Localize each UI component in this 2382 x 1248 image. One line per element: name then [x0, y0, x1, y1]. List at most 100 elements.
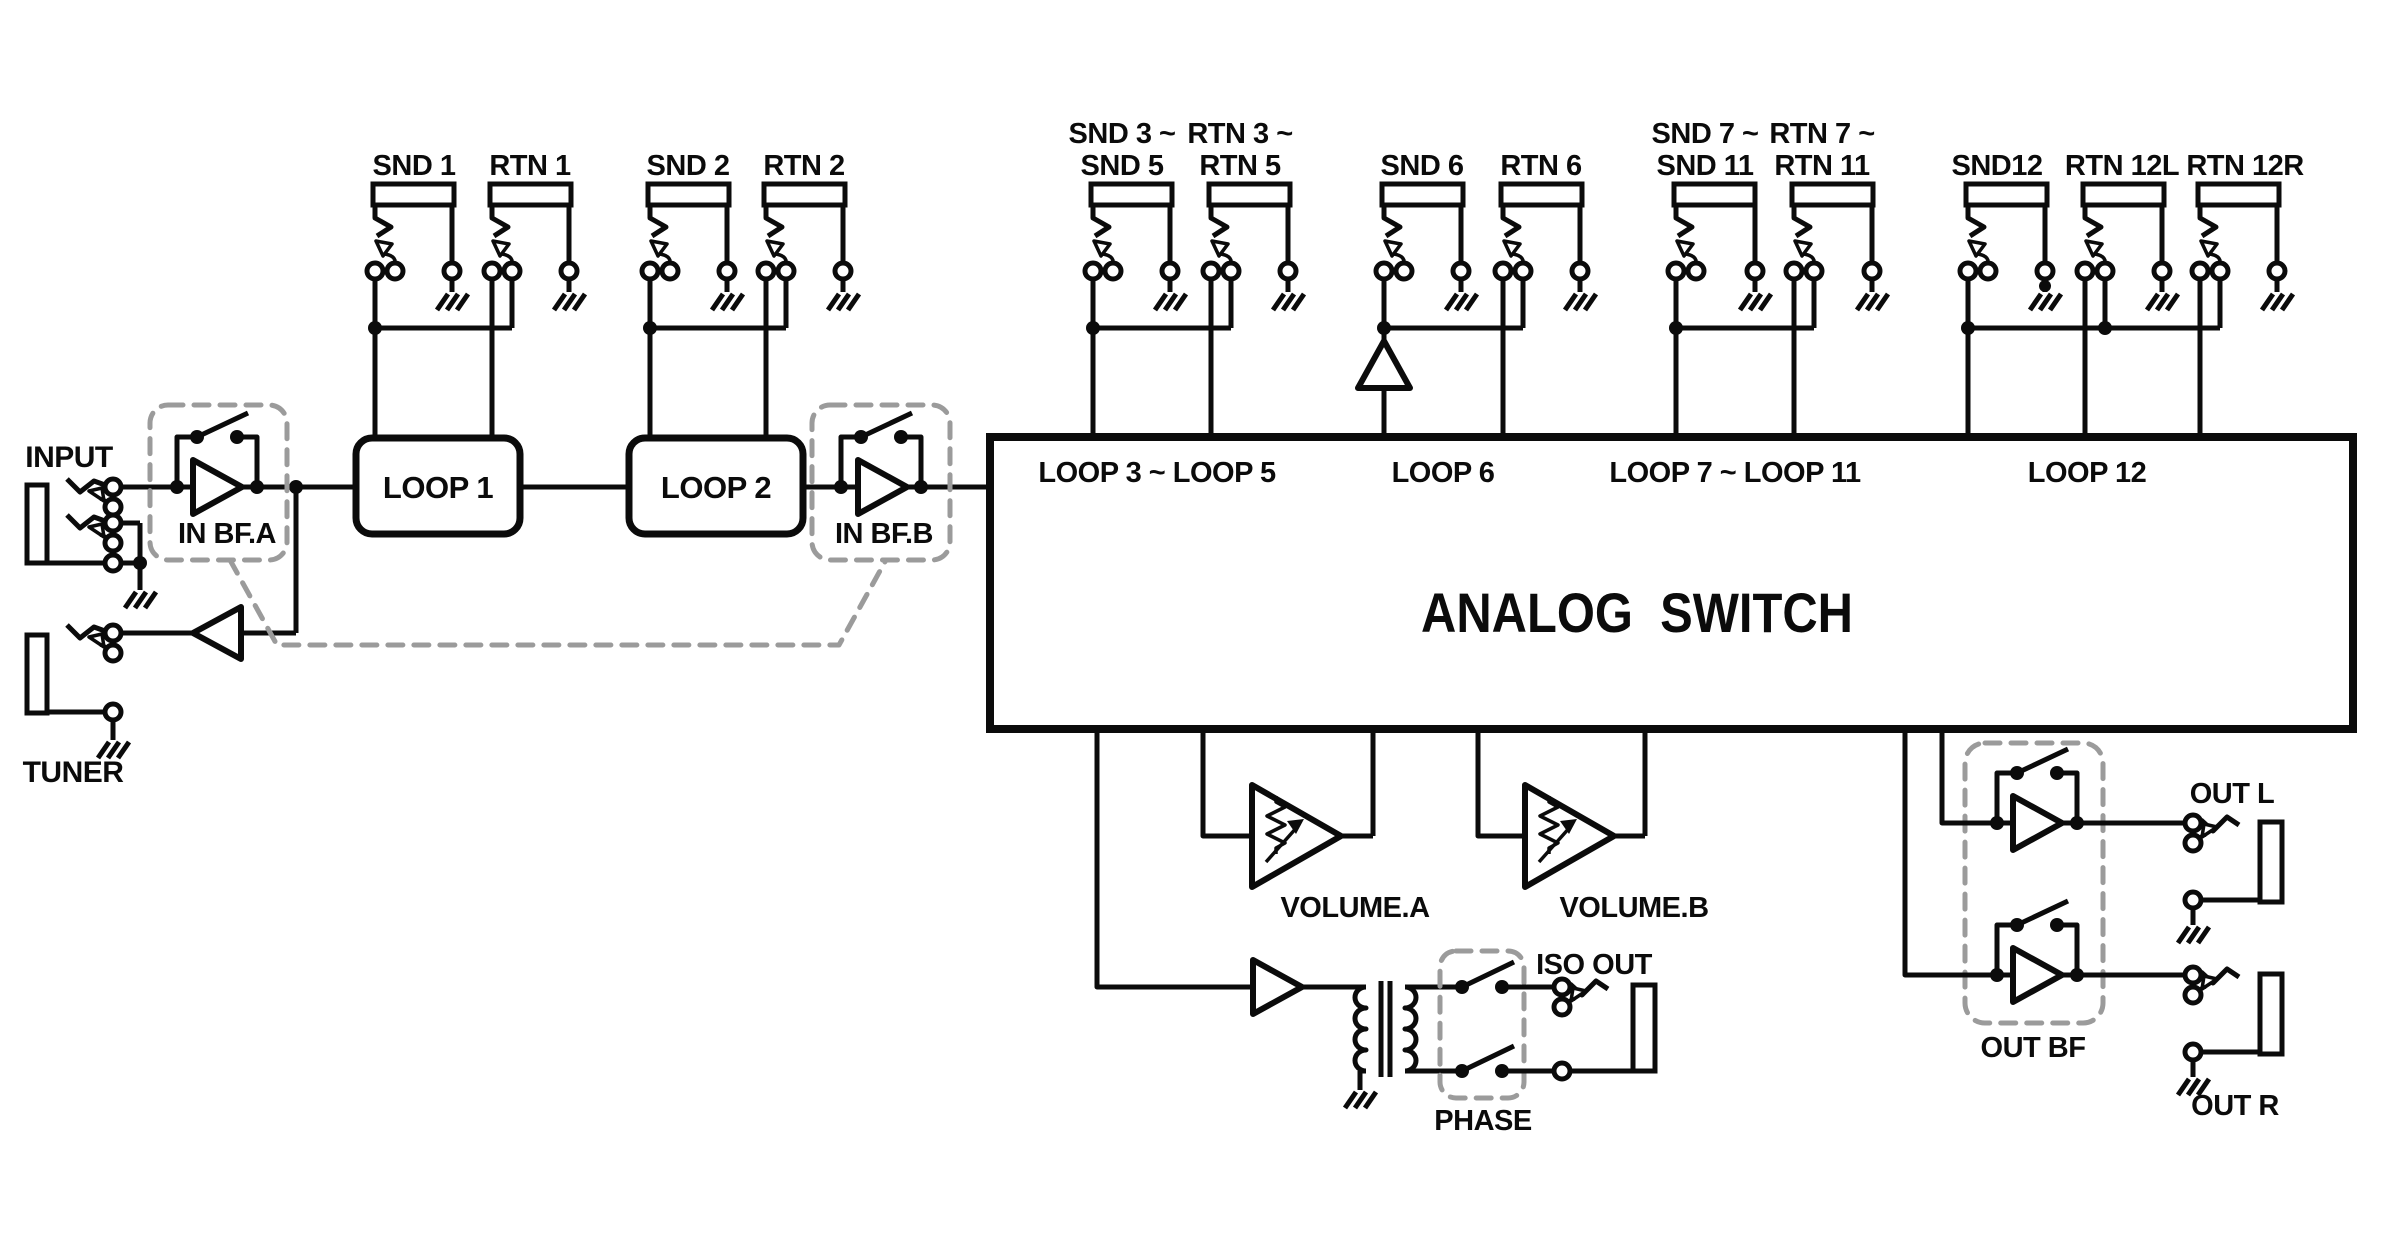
- out-l-label: OUT L: [2190, 778, 2275, 810]
- phase-switch-icon: [1437, 948, 1527, 1101]
- snd3-5-normal-wire: [1093, 279, 1234, 331]
- tuner-buffer-amp-icon: [190, 604, 244, 662]
- in-bf-a-block: IN BF.A: [147, 402, 290, 563]
- snd2-label: SND 2: [647, 150, 730, 182]
- jack-rtn12l: RTN 12L: [2065, 150, 2179, 437]
- in-bf-b-block: IN BF.B: [809, 402, 953, 563]
- snd6-tip-contact-icon: [1376, 205, 1412, 279]
- tuner-jack-icon: [24, 632, 50, 716]
- rtn12r-label: RTN 12R: [2186, 150, 2304, 182]
- input-label: INPUT: [25, 441, 113, 474]
- ground-icon: [828, 294, 859, 310]
- snd6-label: SND 6: [1381, 150, 1464, 182]
- out-l-jack: OUT L: [2178, 778, 2285, 943]
- in-bf-a-label: IN BF.A: [178, 518, 277, 550]
- rtn3-5-tip-contact-icon: [1203, 205, 1239, 279]
- ground-icon: [1740, 294, 1771, 310]
- ground-icon: [2178, 927, 2209, 943]
- bypass-path: [227, 557, 889, 648]
- iso-out-label: ISO OUT: [1536, 949, 1653, 981]
- loop2-label: LOOP 2: [661, 470, 771, 505]
- snd1-label: SND 1: [373, 150, 456, 182]
- out-r-tip-contact-icon: [2185, 967, 2239, 1003]
- rtn2-tip-contact-icon: [758, 205, 794, 279]
- out-r-label: OUT R: [2191, 1090, 2279, 1122]
- jack-rtn2: RTN 2: [758, 150, 859, 438]
- iso-out-jack-icon: [1630, 982, 1658, 1074]
- snd12-label: SND12: [1952, 150, 2043, 182]
- jack-rtn12r: RTN 12R: [2186, 150, 2305, 437]
- snd6-rtn6-normal-wire: [1384, 279, 1526, 331]
- volume-a-block: VOLUME.A: [1200, 729, 1431, 924]
- ground-icon: [2147, 294, 2178, 310]
- ground-icon: [2030, 294, 2061, 310]
- snd2-rtn2-normal-wire: [650, 279, 789, 331]
- input-jack-icon: [24, 482, 50, 566]
- tuner-jack: TUNER: [23, 480, 303, 789]
- volume-b-label: VOLUME.B: [1559, 892, 1708, 924]
- asw-loop7-11-label: LOOP 7 ~ LOOP 11: [1609, 457, 1861, 489]
- tuner-label: TUNER: [23, 756, 125, 789]
- out-r-jack: OUT R: [2178, 967, 2285, 1122]
- iso-out-amp-icon: [1253, 960, 1302, 1014]
- ground-icon: [437, 294, 468, 310]
- in-bf-b-outline: [809, 402, 953, 563]
- phase-label: PHASE: [1434, 1105, 1532, 1137]
- jack-snd1: SND 1: [367, 150, 468, 438]
- tuner-tip-contact-icon: [67, 625, 121, 661]
- snd12-tip-contact-icon: [1960, 205, 1996, 279]
- snd7-11-label-line2: SND 11: [1657, 150, 1754, 182]
- ground-icon: [1155, 294, 1186, 310]
- snd1-tip-contact-icon: [367, 205, 403, 279]
- rtn1-label: RTN 1: [489, 150, 571, 182]
- jack-snd12: SND12: [1952, 150, 2062, 437]
- transformer-icon: [1352, 981, 1419, 1090]
- input-ring-contact-icon: [67, 515, 121, 551]
- rtn7-11-tip-contact-icon: [1786, 205, 1822, 279]
- asw-loop6-label: LOOP 6: [1392, 457, 1495, 489]
- snd6-driver-amp-icon: [1355, 338, 1413, 391]
- volume-a-amp-icon: [1252, 785, 1341, 887]
- rtn3-5-label-line1: RTN 3 ~: [1187, 118, 1292, 150]
- loop2-block: LOOP 2: [625, 434, 807, 538]
- snd7-11-label-line1: SND 7 ~: [1652, 118, 1759, 150]
- ground-icon: [125, 592, 156, 608]
- rtn12l-label: RTN 12L: [2065, 150, 2179, 182]
- in-bf-b-amp-icon: [858, 460, 907, 514]
- ground-icon: [1565, 294, 1596, 310]
- phase-outline: [1437, 948, 1527, 1101]
- input-jack: INPUT: [24, 441, 156, 608]
- input-tip-contact-icon: [67, 479, 121, 515]
- snd3-5-tip-contact-icon: [1085, 205, 1121, 279]
- rtn3-5-label-line2: RTN 5: [1199, 150, 1281, 182]
- rtn7-11-label-line2: RTN 11: [1774, 150, 1870, 182]
- rtn6-tip-contact-icon: [1495, 205, 1531, 279]
- jack-rtn6: RTN 6: [1495, 150, 1596, 437]
- analog-switch-outline: [986, 433, 2357, 733]
- loop1-block: LOOP 1: [352, 434, 524, 538]
- iso-out-section: ISO OUT PHASE: [1094, 729, 1658, 1137]
- out-bf-label: OUT BF: [1981, 1032, 2086, 1064]
- rtn2-label: RTN 2: [763, 150, 844, 182]
- out-r-jack-icon: [2257, 971, 2285, 1057]
- rtn6-label: RTN 6: [1500, 150, 1582, 182]
- loop12-normal-wire: [1968, 279, 2223, 331]
- ground-icon: [1273, 294, 1304, 310]
- rtn12l-tip-contact-icon: [2077, 205, 2113, 279]
- jack-snd2: SND 2: [642, 150, 743, 438]
- in-bf-a-amp-icon: [193, 460, 242, 514]
- rtn7-11-label-line1: RTN 7 ~: [1769, 118, 1874, 150]
- jack-rtn7-11: RTN 7 ~ RTN 11: [1769, 118, 1888, 437]
- jack-rtn3-5: RTN 3 ~ RTN 5: [1187, 118, 1304, 437]
- snd1-rtn1-normal-wire: [375, 279, 515, 331]
- analog-switch-title: ANALOG SWITCH: [1421, 581, 1853, 644]
- ground-icon: [554, 294, 585, 310]
- jack-snd3-5: SND 3 ~ SND 5: [1069, 118, 1186, 437]
- in-bf-b-label: IN BF.B: [835, 518, 933, 550]
- asw-loop12-label: LOOP 12: [2028, 457, 2146, 489]
- snd3-5-label-line1: SND 3 ~: [1069, 118, 1176, 150]
- jack-snd7-11: SND 7 ~ SND 11: [1652, 118, 1771, 437]
- out-bf-block: OUT BF: [1902, 729, 2185, 1064]
